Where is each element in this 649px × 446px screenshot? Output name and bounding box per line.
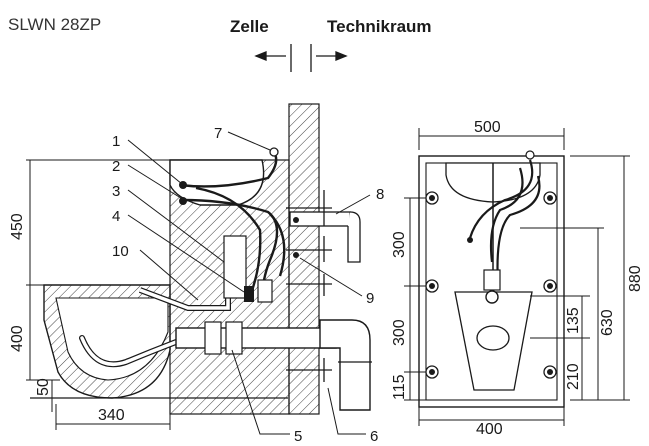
dim-width-400: 400	[476, 421, 503, 438]
callout-6: 6	[370, 428, 378, 441]
dim-height-210: 210	[565, 363, 582, 390]
side-view	[30, 103, 372, 415]
dim-height-50: 50	[35, 378, 52, 396]
flush-valve	[223, 235, 247, 299]
partition-wall	[288, 103, 320, 415]
dim-height-400: 400	[9, 325, 26, 352]
dim-height-630: 630	[599, 309, 616, 336]
dim-height-300-lower: 300	[391, 319, 408, 346]
dim-width-500: 500	[474, 119, 501, 136]
drain-elbow	[319, 319, 371, 411]
dim-width-340: 340	[98, 407, 125, 424]
supply-pipe	[289, 211, 351, 227]
zone-separator	[254, 44, 348, 72]
front-view	[418, 150, 565, 408]
callout-1: 1	[112, 133, 120, 150]
dim-height-135: 135	[565, 307, 582, 334]
callout-10: 10	[112, 243, 129, 260]
zone-label-cell: Zelle	[230, 17, 269, 36]
wall-anchors	[286, 190, 332, 382]
dim-height-300-upper: 300	[391, 231, 408, 258]
callout-8: 8	[376, 186, 384, 203]
dim-height-880: 880	[627, 265, 644, 292]
drain-pipe	[175, 327, 337, 349]
dim-height-450: 450	[9, 213, 26, 240]
callout-3: 3	[112, 183, 120, 200]
basin-side	[169, 159, 265, 206]
model-name: SLWN 28ZP	[8, 15, 101, 34]
callout-5: 5	[294, 428, 302, 441]
front-dimension-lines	[404, 128, 630, 426]
zone-label-technical-room: Technikraum	[327, 17, 432, 36]
valve-block	[244, 286, 254, 302]
callout-7: 7	[214, 125, 222, 142]
callout-leaders	[127, 131, 371, 435]
callout-2: 2	[112, 158, 120, 175]
supply-hoses	[179, 149, 286, 301]
callout-9: 9	[366, 290, 374, 307]
callout-4: 4	[112, 208, 120, 225]
dim-height-115: 115	[391, 374, 408, 400]
front-hoses	[468, 159, 541, 285]
side-dimension-lines	[26, 159, 171, 430]
fixing-points	[425, 191, 557, 379]
